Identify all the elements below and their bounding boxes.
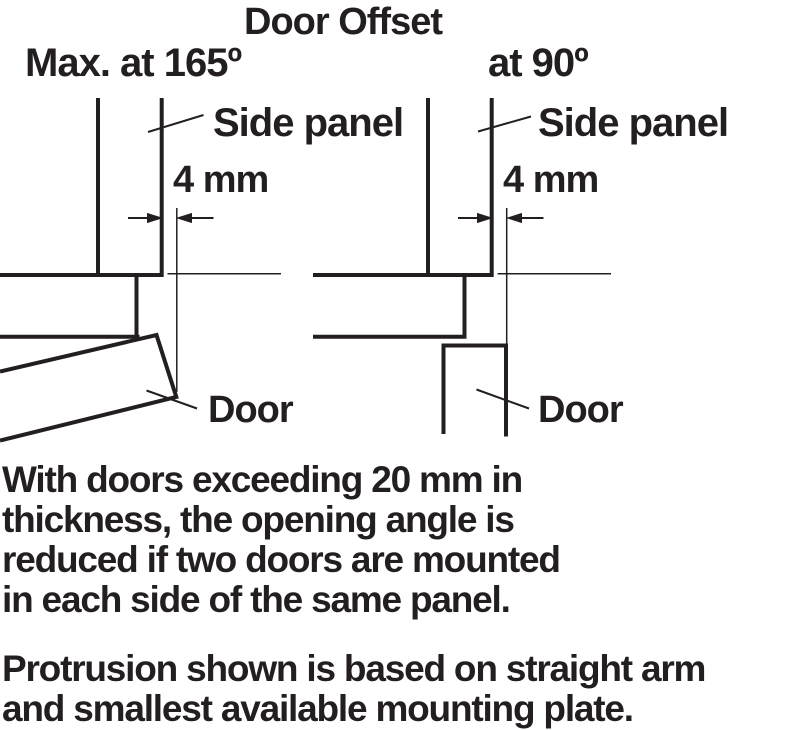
right-offset-dimension-label: 4 mm xyxy=(503,159,599,201)
right-side-panel-leader xyxy=(477,115,532,133)
right-side-panel-label: Side panel xyxy=(538,101,729,145)
right-door-leader xyxy=(476,388,530,410)
note-line: thickness, the opening angle is xyxy=(2,499,515,540)
note-opening-angle: With doors exceeding 20 mm in thickness,… xyxy=(2,459,561,620)
left-door-outline xyxy=(0,332,179,443)
note-line: and smallest available mounting plate. xyxy=(2,688,634,729)
figure-title: Door Offset xyxy=(244,1,443,43)
left-side-panel-leader xyxy=(147,114,204,133)
left-diagram-heading: Max. at 165º xyxy=(25,41,242,85)
note-line: reduced if two doors are mounted xyxy=(2,539,561,580)
note-line: Protrusion shown is based on straight ar… xyxy=(2,648,706,689)
left-arrowhead-left-pointing xyxy=(175,212,192,224)
left-diagram xyxy=(0,98,281,443)
right-door-label: Door xyxy=(538,389,624,431)
note-line: With doors exceeding 20 mm in xyxy=(2,459,523,500)
note-protrusion: Protrusion shown is based on straight ar… xyxy=(2,648,706,729)
left-side-panel-label: Side panel xyxy=(213,101,404,145)
left-arrowhead-right-pointing xyxy=(147,212,164,224)
note-line: in each side of the same panel. xyxy=(2,579,511,620)
left-door-label: Door xyxy=(208,389,294,431)
right-diagram-heading: at 90º xyxy=(488,41,589,85)
right-door-outline xyxy=(441,343,508,437)
right-arrowhead-left-pointing xyxy=(505,212,522,224)
left-offset-dimension-label: 4 mm xyxy=(173,159,269,201)
right-arrowhead-right-pointing xyxy=(477,212,494,224)
right-diagram xyxy=(313,98,611,437)
